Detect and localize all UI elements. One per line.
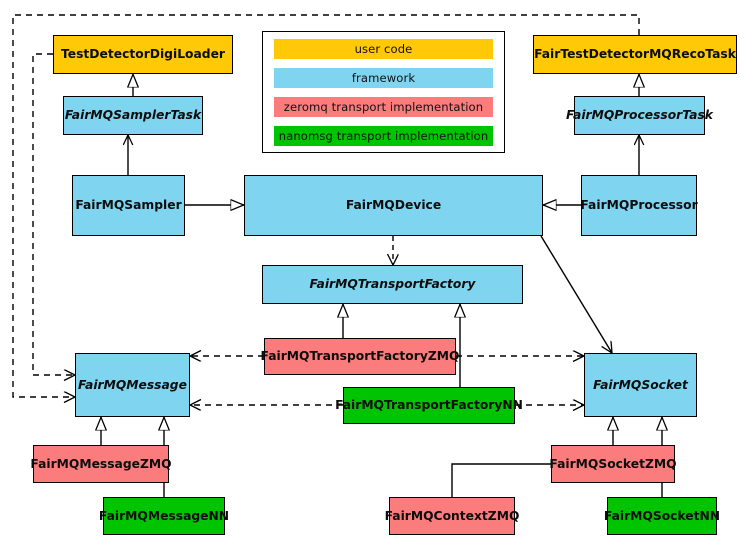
- class-box-fairmq-transport-factory-nn[interactable]: FairMQTransportFactoryNN: [335, 387, 523, 424]
- class-box-fairmq-transport-factory[interactable]: FairMQTransportFactory: [262, 265, 523, 304]
- class-box-fairmq-transport-factory-zmq[interactable]: FairMQTransportFactoryZMQ: [261, 338, 459, 375]
- class-box-fairmq-device[interactable]: FairMQDevice: [244, 175, 543, 236]
- class-box-fairmq-sampler[interactable]: FairMQSampler: [72, 175, 185, 236]
- class-box-fairmq-socket-zmq[interactable]: FairMQSocketZMQ: [549, 445, 677, 483]
- edge-device-to-socket: [540, 235, 612, 353]
- class-box-fairmq-message-zmq[interactable]: FairMQMessageZMQ: [30, 445, 172, 483]
- legend-item-framework: framework: [274, 68, 493, 88]
- legend-item-user-code: user code: [274, 39, 493, 59]
- class-box-fairmq-message-nn[interactable]: FairMQMessageNN: [99, 497, 229, 535]
- class-box-fairmq-socket[interactable]: FairMQSocket: [584, 353, 697, 417]
- class-box-fairmq-context-zmq[interactable]: FairMQContextZMQ: [385, 497, 519, 535]
- legend-item-zeromq-transport: zeromq transport implementation: [274, 97, 493, 117]
- class-box-test-detector-digi-loader[interactable]: TestDetectorDigiLoader: [53, 35, 233, 74]
- class-box-fair-test-detector-mq-recotask[interactable]: FairTestDetectorMQRecoTask: [533, 35, 737, 74]
- legend-panel: user code framework zeromq transport imp…: [262, 31, 505, 153]
- class-box-fairmq-sampler-task[interactable]: FairMQSamplerTask: [63, 96, 203, 135]
- edge-contextzmq-to-socketzmq: [451, 464, 551, 497]
- class-box-fairmq-message[interactable]: FairMQMessage: [75, 353, 190, 417]
- class-box-fairmq-processor-task[interactable]: FairMQProcessorTask: [566, 96, 713, 135]
- legend-item-nanomsg-transport: nanomsg transport implementation: [274, 126, 493, 146]
- class-box-fairmq-processor[interactable]: FairMQProcessor: [580, 175, 698, 236]
- class-box-fairmq-socket-nn[interactable]: FairMQSocketNN: [604, 497, 720, 535]
